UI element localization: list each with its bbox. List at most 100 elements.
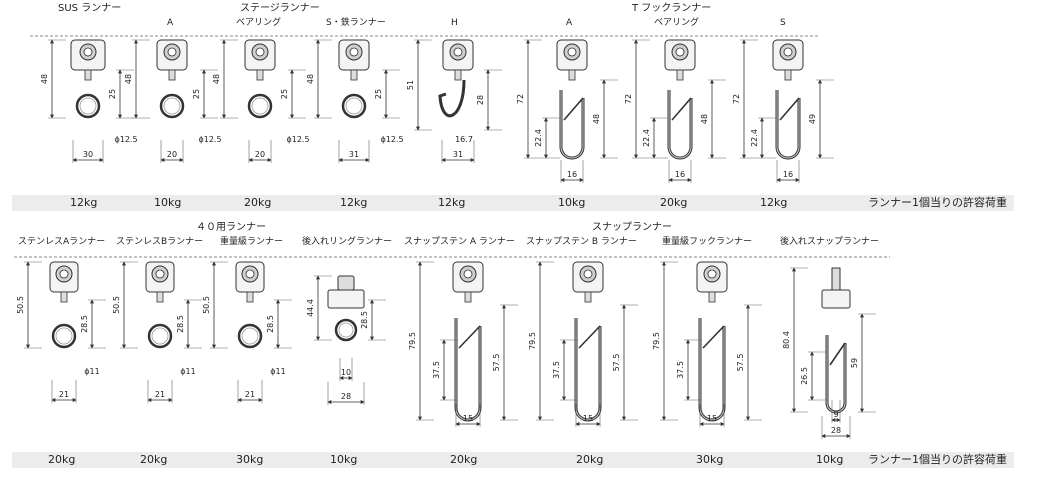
r1-item6-gate [563, 97, 584, 121]
r1-item6-hook [559, 90, 585, 160]
r2-item7-h3-text: 37.5 [676, 361, 685, 379]
weight-13: 20kg [450, 453, 478, 466]
r1-item1-phi: ϕ12.5 [114, 135, 137, 144]
r1-item5-hook [438, 79, 466, 118]
r2-item8-body [821, 289, 851, 309]
weight-2: 10kg [154, 196, 182, 209]
r1-item2-h2-text: 25 [192, 89, 201, 99]
r2-item7: 79.557.537.515 [652, 261, 762, 427]
r2-item4-h2-text: 28.5 [360, 311, 369, 329]
r2-item8-top [831, 267, 841, 291]
weight-10: 20kg [140, 453, 168, 466]
r1-item8-axle [783, 47, 793, 57]
r2-item6-axle [583, 269, 593, 279]
r1-item5-h-text: 51 [406, 80, 415, 90]
r1-item1-ring-inner [79, 97, 97, 115]
r2-item1-phi: ϕ11 [84, 367, 99, 376]
r2-item3-w-text: 21 [245, 390, 255, 399]
r2-item1-h-text: 50.5 [16, 296, 25, 314]
r1-item6-stem [568, 69, 576, 81]
r1-item1-stem [84, 69, 92, 81]
label-heavy: 重量級ランナー [220, 237, 284, 247]
r2-item2-h-text: 50.5 [112, 296, 121, 314]
r1-item7-h-text: 72 [624, 94, 633, 104]
r1-item8-hook [775, 90, 801, 160]
r1-item2-ring-inner [163, 97, 181, 115]
group-stage-runner: ステージランナー [240, 3, 320, 14]
r2-item5-stem [464, 291, 472, 303]
r1-item3-ring-inner [251, 97, 269, 115]
r2-item4-w-text: 28 [341, 392, 351, 401]
r2-item6-hook [574, 318, 602, 422]
weight-11: 30kg [236, 453, 264, 466]
r1-item3-w-text: 20 [255, 150, 265, 159]
r2-item6-gate [578, 325, 601, 349]
weight-9: 20kg [48, 453, 76, 466]
r2-item4-ring-inner [338, 322, 354, 338]
r1-item6-w-text: 16 [567, 170, 577, 179]
r1-item8-h2-text: 49 [808, 114, 817, 124]
r2-item8-w2-text: 9 [833, 410, 838, 419]
weight-15: 30kg [696, 453, 724, 466]
r1-item4-h-text: 48 [306, 74, 315, 84]
r2-item7-w-text: 15 [707, 414, 717, 423]
r1-item5-stem [454, 69, 462, 81]
weight-4: 12kg [340, 196, 368, 209]
label-sus-runner: SUS ランナー [58, 3, 122, 14]
weight-band-row2 [12, 452, 1014, 468]
r2-item1-w-text: 21 [59, 390, 69, 399]
r1-item1-h2-text: 25 [108, 89, 117, 99]
r2-item7-h-text: 79.5 [652, 332, 661, 350]
r1-item7-axle [675, 47, 685, 57]
r1-item2-w-text: 20 [167, 150, 177, 159]
r2-item5-axle [463, 269, 473, 279]
r1-item6-h3-text: 22.4 [534, 129, 543, 147]
r2-item4-top [337, 275, 355, 291]
r2-item4-w2-text: 10 [341, 368, 351, 377]
r1-item5-axle [453, 47, 463, 57]
r1-item6-h2-text: 48 [592, 114, 601, 124]
r2-item3-axle [245, 269, 255, 279]
weight-5: 12kg [438, 196, 466, 209]
group-t-hook-runner: T フックランナー [632, 3, 712, 14]
r1-item3-h-text: 48 [212, 74, 221, 84]
r2-item5-h2-text: 57.5 [492, 354, 501, 372]
r1-item7-gate [671, 97, 692, 121]
r1-item6-hook-hl [560, 90, 584, 159]
r1-item8-hook-hl [776, 90, 800, 159]
r1-item2-phi: ϕ12.5 [198, 135, 221, 144]
r2-item2-ring-inner [151, 327, 169, 345]
r2-item5-h3-text: 37.5 [432, 361, 441, 379]
r2-item5: 79.557.537.515 [408, 261, 518, 427]
weight-16: 10kg [816, 453, 844, 466]
r2-item6-h-text: 79.5 [528, 332, 537, 350]
label-t-bearing: ベアリング [654, 18, 700, 28]
r1-item3-axle [255, 47, 265, 57]
r1-item2-axle [167, 47, 177, 57]
load-note-row1: ランナー1個当りの許容荷重 [868, 196, 1007, 209]
r2-item2-ring [147, 323, 173, 349]
r1-item3-phi: ϕ12.5 [286, 135, 309, 144]
r2-item6-stem [584, 291, 592, 303]
r1-item1-axle [83, 47, 93, 57]
r2-item3-phi: ϕ11 [270, 367, 285, 376]
r1-item4-w-text: 31 [349, 150, 359, 159]
r1-item1-ring [75, 93, 101, 119]
r1-item8-h3-text: 22.4 [750, 129, 759, 147]
r1-item4-stem [350, 69, 358, 81]
r1-item5-d: 16.7 [455, 135, 473, 144]
r2-item1-ring-inner [55, 327, 73, 345]
group-40-runner: ４０用ランナー [196, 222, 266, 233]
r1-item1-w-text: 30 [83, 150, 93, 159]
r1-item7-h2-text: 48 [700, 114, 709, 124]
r2-item8-hook-hl [826, 335, 846, 413]
weight-8: 12kg [760, 196, 788, 209]
r1-item7-hook-hl [668, 90, 692, 159]
r2-item7-hook [698, 318, 726, 422]
